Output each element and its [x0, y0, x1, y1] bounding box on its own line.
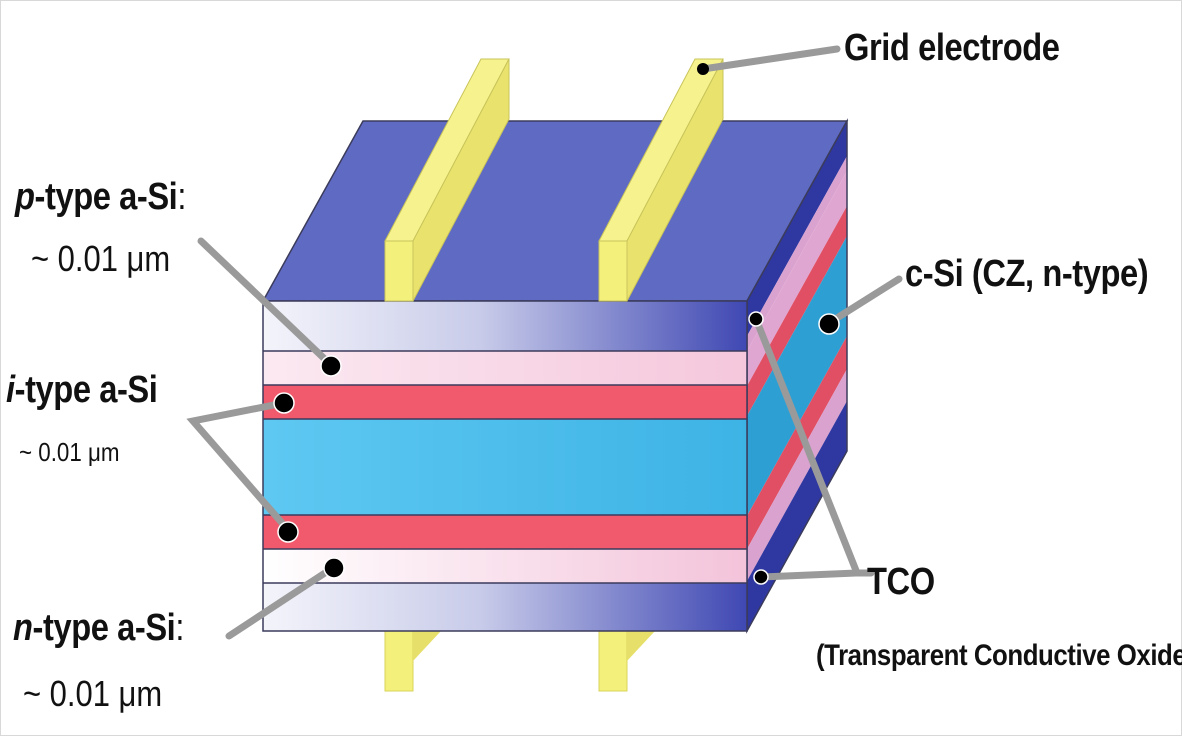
- front-i-layer-bottom: [263, 515, 747, 549]
- top-grid-electrode-left: [384, 58, 510, 302]
- grid-electrode-label: Grid electrode: [844, 27, 1060, 69]
- tco-full-label: (Transparent Conductive Oxide): [816, 639, 1182, 672]
- i-layer-bottom-marker: [277, 521, 299, 543]
- p-type-colon: :: [177, 176, 186, 218]
- top-grid-electrode-right: [598, 58, 724, 302]
- grid-electrode-marker: [697, 63, 709, 75]
- tco-top-marker: [748, 311, 764, 327]
- i-type-prefix: i: [6, 369, 15, 411]
- front-face: [262, 300, 748, 632]
- bottom-grid-electrode-right-side: [627, 631, 655, 661]
- p-layer-marker: [320, 355, 342, 377]
- n-type-rest: -type a-Si: [32, 607, 176, 649]
- i-type-thickness: ~ 0.01 μm: [19, 437, 120, 467]
- n-type-colon: :: [175, 607, 184, 649]
- n-type-thickness: ~ 0.01 μm: [23, 673, 163, 714]
- bottom-grid-electrode-right: [598, 630, 628, 692]
- front-i-layer-top: [263, 385, 747, 419]
- tco-bottom-marker: [753, 569, 769, 585]
- c-si-label: c-Si (CZ, n-type): [905, 253, 1149, 295]
- c-si-marker: [818, 313, 840, 335]
- bottom-grid-electrode-left-side: [413, 631, 441, 661]
- tco-label: TCO: [867, 561, 935, 603]
- front-tco-top: [263, 301, 747, 351]
- i-layer-top-marker: [273, 392, 295, 414]
- bottom-grid-electrode-left: [384, 630, 414, 692]
- n-layer-marker: [323, 557, 345, 579]
- p-type-thickness: ~ 0.01 μm: [31, 238, 171, 279]
- p-type-prefix: p: [15, 176, 35, 218]
- front-c-si: [263, 419, 747, 515]
- front-p-layer: [263, 351, 747, 385]
- marker-dots: [273, 63, 840, 585]
- i-type-label: i-type a-Si: [6, 369, 158, 412]
- n-type-label: n-type a-Si:: [13, 607, 184, 650]
- front-tco-bottom: [263, 583, 747, 631]
- leader-lines: [186, 45, 903, 640]
- p-type-label: p-type a-Si:: [15, 176, 186, 219]
- i-type-rest: -type a-Si: [14, 369, 158, 411]
- p-type-rest: -type a-Si: [34, 176, 178, 218]
- right-face: [746, 118, 848, 634]
- n-type-prefix: n: [13, 607, 33, 649]
- top-face: [261, 120, 849, 302]
